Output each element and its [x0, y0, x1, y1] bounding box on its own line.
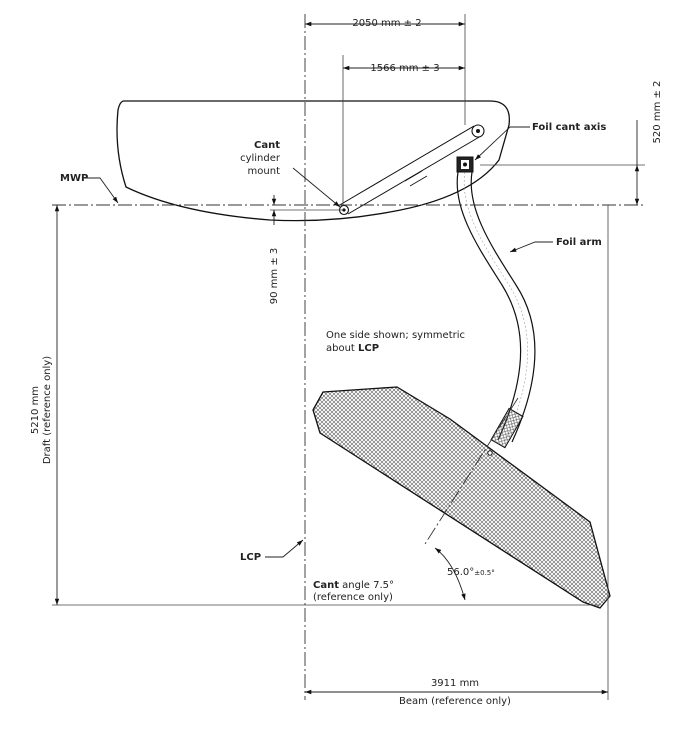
lcp-leader: [265, 539, 304, 558]
draft-dimension-text: 5210 mm Draft (reference only): [30, 356, 53, 464]
hull-outline: [116, 100, 511, 222]
dim-1566-text: 1566 mm ± 3: [370, 63, 439, 74]
foil-socket: [490, 407, 524, 449]
foil-wing: [312, 386, 611, 609]
cant-angle-label-2: (reference only): [313, 592, 393, 603]
foil-angle-text: 56.0°±0.5°: [447, 567, 495, 578]
lcp-label: LCP: [240, 552, 261, 563]
foil-axis-pivot: [487, 450, 493, 456]
mwp-label: MWP: [60, 173, 88, 184]
dim-90-text: 90 mm ± 3: [269, 248, 280, 304]
cant-angle-label: Cant angle 7.5°: [313, 580, 394, 591]
svg-text:5210 mm: 5210 mm: [30, 386, 41, 434]
dim-520-text: 520 mm ± 2: [652, 81, 663, 144]
svg-text:Draft (reference only): Draft (reference only): [42, 356, 53, 464]
symmetry-note-1: One side shown; symmetric: [326, 330, 465, 341]
symmetry-note-2: about LCP: [326, 343, 379, 354]
cant-mount-label-1: Cant: [254, 140, 280, 151]
foil-arm: [456, 171, 536, 443]
foil-arm-leader: [509, 241, 553, 253]
foil-arm-label: Foil arm: [556, 237, 602, 248]
foil-axis-line: [424, 397, 519, 545]
foil-cant-axis-leader: [474, 126, 530, 161]
angle-arc: [434, 547, 466, 601]
cant-cylinder: [337, 124, 485, 216]
foil-cant-axis-pivot: [456, 156, 474, 173]
cant-mount-leader: [292, 167, 341, 208]
dim-2050-text: 2050 mm ± 2: [352, 18, 421, 29]
beam-label-text: Beam (reference only): [399, 696, 511, 707]
foil-cant-axis-label: Foil cant axis: [532, 122, 606, 133]
mwp-leader: [85, 177, 119, 204]
cant-mount-label-3: mount: [248, 166, 281, 177]
cant-mount-label-2: cylinder: [240, 153, 281, 164]
beam-value-text: 3911 mm: [431, 678, 479, 689]
